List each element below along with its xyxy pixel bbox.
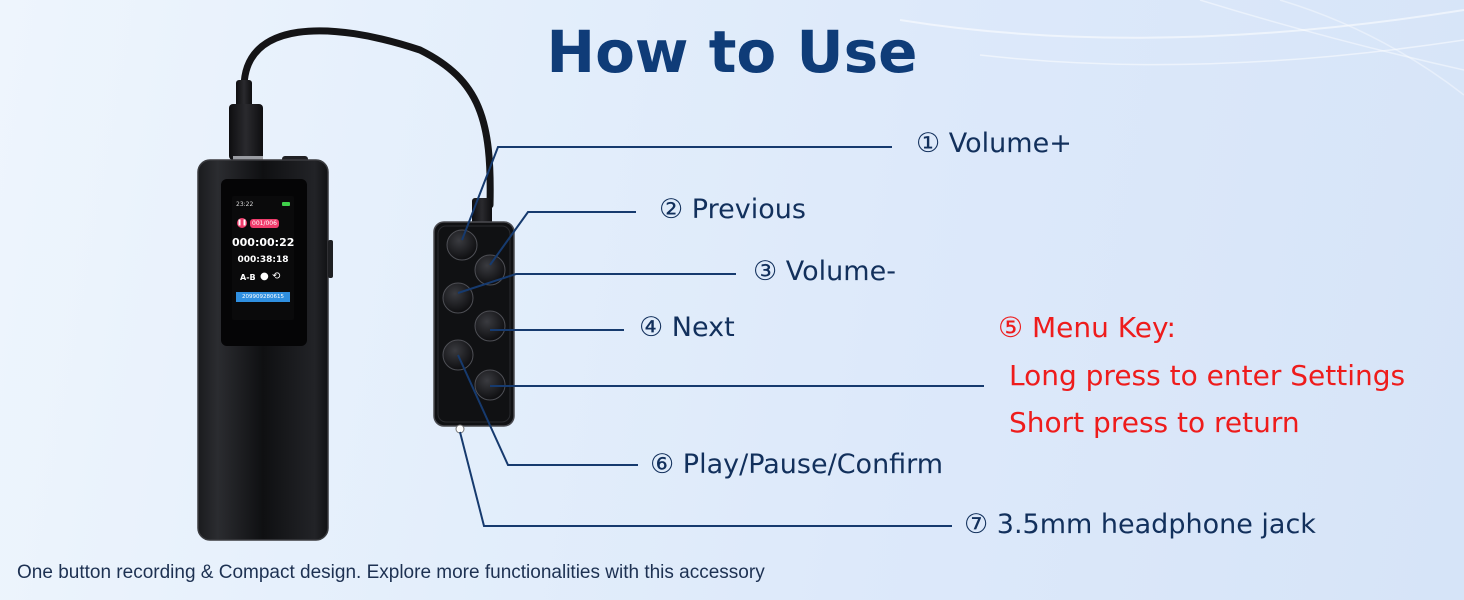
screen-file-counter: 001/006 (250, 219, 279, 228)
leader-previous (489, 211, 636, 266)
remote-controller (433, 198, 515, 434)
cable (240, 27, 494, 209)
screen-mode: A-B (240, 273, 256, 282)
menu-key-long-press: Long press to enter Settings (1009, 359, 1406, 392)
footer-caption: One button recording & Compact design. E… (17, 562, 765, 583)
leader-play-pause (457, 354, 638, 466)
recorder-screen: 23:22 ❚❚ 001/006 000:00:22 000:38:18 A-B… (232, 196, 294, 320)
page-title: How to Use (546, 18, 918, 86)
screen-total-time: 000:38:18 (237, 255, 289, 265)
voice-recorder (197, 156, 333, 541)
callout-volume-down: ③ Volume- (753, 256, 896, 287)
leader-headphone-jack (459, 431, 952, 527)
usb-plug (229, 80, 263, 164)
leader-volume-up (461, 146, 892, 241)
callout-headphone-jack: ⑦ 3.5mm headphone jack (964, 509, 1316, 540)
callout-volume-up: ① Volume+ (916, 128, 1072, 159)
battery-icon (282, 202, 290, 206)
repeat-icon: ⟲ (272, 271, 281, 282)
screen-filename: 209909280615 (236, 292, 290, 302)
pause-icon: ❚❚ (237, 218, 248, 228)
screen-clock: 23:22 (236, 201, 254, 208)
callout-previous: ② Previous (659, 194, 806, 225)
callout-next: ④ Next (639, 312, 735, 343)
menu-key-short-press: Short press to return (1009, 406, 1300, 439)
screen-elapsed-time: 000:00:22 (232, 236, 295, 249)
leader-volume-down (457, 273, 736, 294)
callout-play-pause: ⑥ Play/Pause/Confirm (650, 449, 944, 480)
leader-lines (457, 146, 984, 527)
menu-key-title: ⑤ Menu Key: (998, 311, 1176, 344)
user-icon: ● (260, 271, 269, 282)
